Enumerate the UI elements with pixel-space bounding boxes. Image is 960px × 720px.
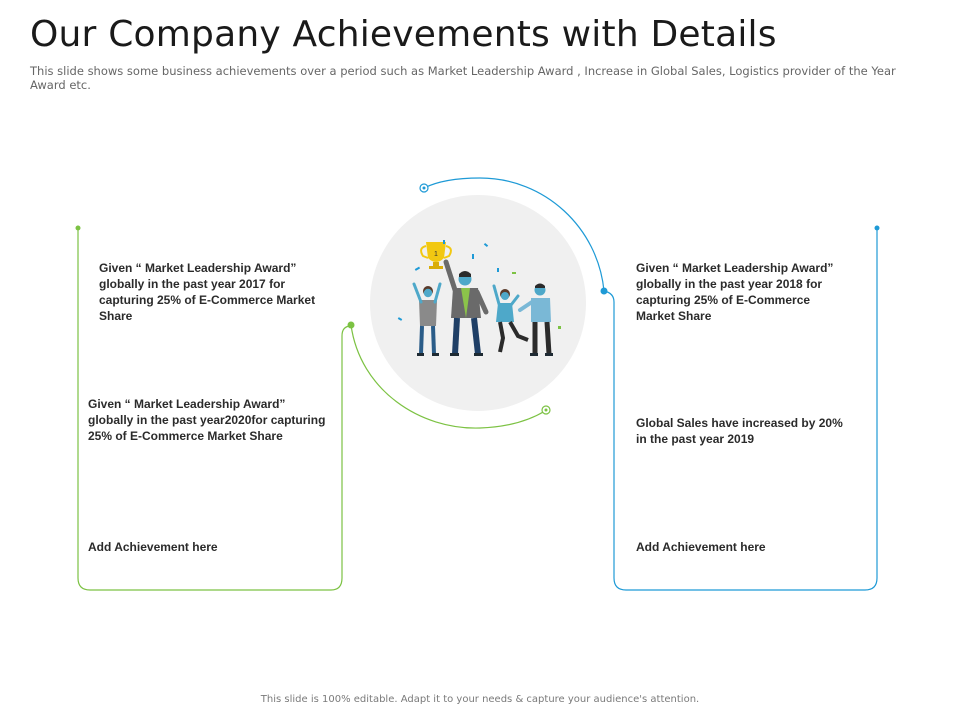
person-1-figure [412, 282, 442, 356]
person-4-figure [518, 283, 553, 356]
left-bracket-top-dot [75, 225, 81, 231]
left-achievement-1: Given “ Market Leadership Award” globall… [99, 261, 316, 323]
blue-arc [423, 177, 605, 292]
person-2-figure [443, 259, 489, 356]
left-achievement-3: Add Achievement here [88, 540, 218, 554]
green-arc [350, 324, 546, 429]
right-bracket-line [603, 228, 878, 591]
slide-subtitle: This slide shows some business achieveme… [30, 64, 896, 92]
confetti-icon [397, 240, 561, 329]
trophy-icon: 1 [420, 242, 452, 269]
slide-title: Our Company Achievements with Details [30, 14, 777, 55]
svg-text:1: 1 [434, 251, 438, 258]
person-3-figure [492, 284, 529, 353]
right-achievement-3: Add Achievement here [636, 540, 766, 554]
right-achievement-2: Global Sales have increased by 20% in th… [636, 416, 843, 446]
right-achievement-1: Given “ Market Leadership Award” globall… [636, 261, 834, 323]
left-bracket-line [77, 228, 352, 591]
left-achievement-2: Given “ Market Leadership Award” globall… [88, 397, 326, 443]
right-bracket-top-dot [874, 225, 880, 231]
team-celebration-illustration: 1 [397, 240, 561, 356]
slide-footer: This slide is 100% editable. Adapt it to… [260, 694, 700, 705]
